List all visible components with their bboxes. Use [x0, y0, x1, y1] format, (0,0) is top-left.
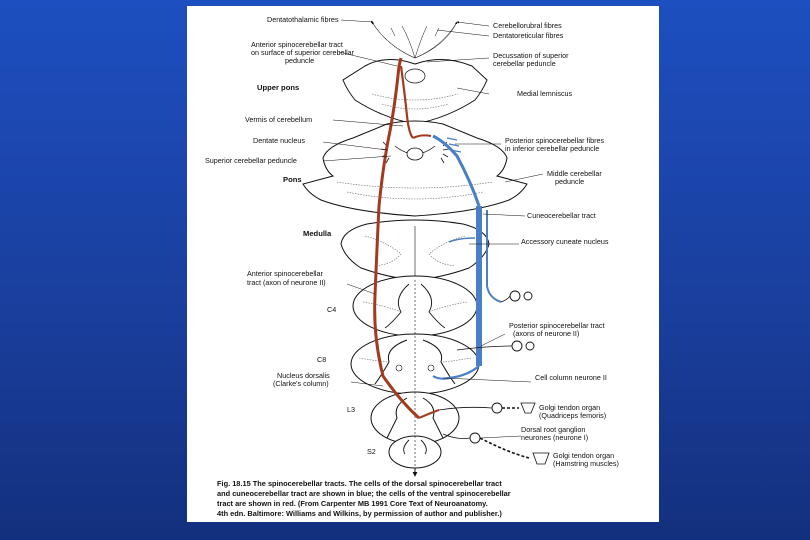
label-decussation: Decussation of superior — [493, 51, 569, 60]
label-dentatoreticular: Dentatoreticular fibres — [493, 31, 564, 40]
label-l3: L3 — [347, 405, 355, 414]
caption-line-4: 4th edn. Baltimore: Williams and Wilkins… — [217, 509, 502, 518]
label-ant-spinocereb-lower: Anterior spinocerebellar — [247, 269, 324, 278]
label-post-spinocereb-tract: Posterior spinocerebellar tract — [509, 321, 604, 330]
decussation-fibres — [371, 21, 458, 59]
caption-text-1: The spinocerebellar tracts. The cells of… — [253, 479, 502, 488]
label-c4: C4 — [327, 305, 336, 314]
ventral-spinocerebellar-tract — [373, 57, 440, 420]
caption-fig-number: Fig. 18.15 — [217, 479, 251, 488]
label-pons: Pons — [283, 175, 302, 184]
label-dentatothalamic: Dentatothalamic fibres — [267, 15, 339, 24]
label-dentate: Dentate nucleus — [253, 136, 305, 145]
label-cuneocerebellar: Cuneocerebellar tract — [527, 211, 596, 220]
label-post-spinocereb-tract-2: (axons of neurone II) — [513, 329, 579, 338]
label-golgi-hamstring: Golgi tendon organ — [553, 451, 614, 460]
upper-pons-section — [342, 59, 488, 125]
label-middle-peduncle: Middle cerebellar — [547, 169, 602, 178]
label-accessory-cuneate: Accessory cuneate nucleus — [521, 237, 609, 246]
caption-line-1: Fig. 18.15 The spinocerebellar tracts. T… — [217, 479, 502, 488]
label-s2: S2 — [367, 447, 376, 456]
figure-panel: Dentatothalamic fibres Anterior spinocer… — [187, 6, 659, 522]
label-nucleus-dorsalis-2: (Clarke's column) — [273, 379, 329, 388]
medulla-section — [340, 219, 490, 281]
caption-line-2: and cuneocerebellar tract are shown in b… — [217, 489, 511, 498]
caption-line-3: tract are shown in red. (From Carpenter … — [217, 499, 488, 508]
label-medial-lemniscus: Medial lemniscus — [517, 89, 573, 98]
label-nucleus-dorsalis: Nucleus dorsalis — [277, 371, 330, 380]
label-ant-spinocereb-upper: Anterior spinocerebellar tract — [251, 40, 343, 49]
label-cerebellorubral: Cerebellorubral fibres — [493, 21, 562, 30]
label-upper-pons: Upper pons — [257, 83, 299, 92]
label-middle-peduncle-2: peduncle — [555, 177, 584, 186]
left-labels: Dentatothalamic fibres Anterior spinocer… — [205, 15, 376, 456]
label-decussation-2: cerebellar peduncle — [493, 59, 556, 68]
leader-lines — [322, 19, 544, 439]
label-dorsal-root-2: neurones (neurone I) — [521, 433, 588, 442]
label-medulla: Medulla — [303, 229, 332, 238]
label-dorsal-root: Dorsal root ganglion — [521, 425, 585, 434]
right-labels: Cerebellorubral fibres Dentatoreticular … — [493, 21, 619, 468]
pons-section — [302, 120, 528, 217]
label-vermis: Vermis of cerebellum — [245, 115, 312, 124]
label-cell-column: Cell column neurone II — [535, 373, 607, 382]
label-superior-peduncle: Superior cerebellar peduncle — [205, 156, 297, 165]
label-golgi-hamstring-2: (Hamstring muscles) — [553, 459, 619, 468]
label-golgi-quadriceps: Golgi tendon organ — [539, 403, 600, 412]
label-c8: C8 — [317, 355, 326, 364]
label-post-spinocereb-fibres: Posterior spinocerebellar fibres — [505, 136, 604, 145]
label-ant-spinocereb-upper-3: peduncle — [285, 56, 314, 65]
figure-caption: Fig. 18.15 The spinocerebellar tracts. T… — [217, 479, 511, 518]
label-post-spinocereb-fibres-2: in inferior cerebellar peduncle — [505, 144, 599, 153]
label-ant-spinocereb-lower-2: tract (axon of neurone II) — [247, 278, 326, 287]
label-golgi-quadriceps-2: (Quadriceps femoris) — [539, 411, 606, 420]
dorsal-spinocerebellar-tract — [432, 134, 502, 380]
label-ant-spinocereb-upper-2: on surface of superior cerebellar — [251, 48, 355, 57]
peripheral-neurones — [438, 290, 550, 465]
spinocerebellar-diagram: Dentatothalamic fibres Anterior spinocer… — [205, 15, 619, 518]
